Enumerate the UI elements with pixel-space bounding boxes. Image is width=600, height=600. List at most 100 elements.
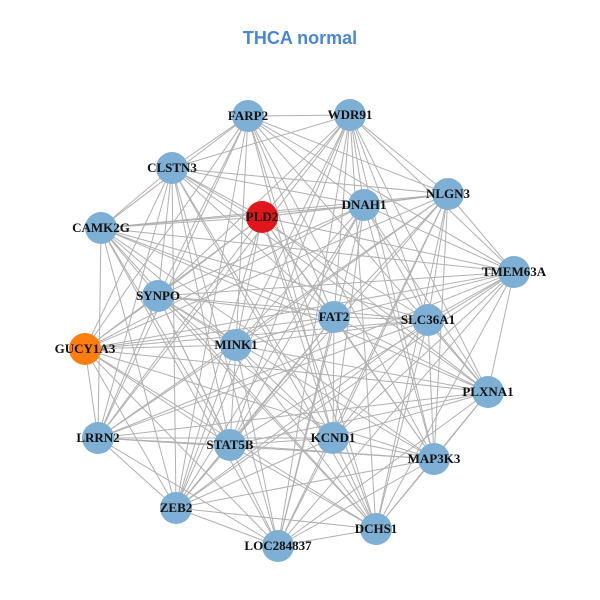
edge-fat2-loc284837 [277, 316, 335, 547]
edge-slc36a1-dchs1 [375, 319, 429, 530]
edge-farp2-plxna1 [247, 115, 489, 393]
edge-dnah1-slc36a1 [363, 204, 429, 321]
node-label: MINK1 [214, 337, 257, 352]
edge-wdr91-clstn3 [171, 114, 351, 169]
edge-mink1-loc284837 [235, 344, 279, 547]
edge-nlgn3-tmem63a [447, 193, 515, 273]
node-circle [214, 429, 246, 461]
edge-synpo-loc284837 [157, 295, 279, 547]
edge-pld2-lrrn2 [97, 216, 263, 439]
edge-synpo-map3k3 [157, 295, 435, 460]
node-kcnd1: KCND1 [311, 422, 356, 454]
edge-slc36a1-map3k3 [427, 319, 435, 460]
edge-fat2-mink1 [235, 316, 335, 346]
node-circle [317, 422, 349, 454]
edge-fat2-plxna1 [333, 316, 489, 393]
edge-clstn3-kcnd1 [171, 167, 334, 439]
edge-dnah1-zeb2 [175, 204, 365, 509]
edge-clstn3-nlgn3 [171, 167, 449, 195]
edge-tmem63a-zeb2 [175, 271, 515, 509]
edge-plxna1-stat5b [229, 391, 489, 446]
edge-nlgn3-lrrn2 [97, 193, 449, 439]
edge-mink1-lrrn2 [97, 344, 237, 439]
node-label: KCND1 [311, 430, 356, 445]
edge-pld2-dchs1 [261, 216, 377, 530]
edge-gucy1a3-loc284837 [84, 348, 279, 547]
edge-wdr91-tmem63a [349, 114, 515, 273]
edge-gucy1a3-mink1 [84, 344, 237, 350]
edge-camk2g-loc284837 [100, 227, 279, 547]
node-label: GUCY1A3 [55, 341, 116, 356]
edge-map3k3-loc284837 [277, 458, 435, 547]
node-pld2: PLD2 [246, 201, 278, 233]
node-label: FARP2 [228, 108, 268, 123]
edge-mink1-kcnd1 [235, 344, 334, 439]
edge-tmem63a-lrrn2 [97, 271, 515, 439]
edge-kcnd1-map3k3 [332, 437, 435, 460]
node-circle [69, 333, 101, 365]
edge-farp2-dchs1 [247, 115, 377, 530]
edge-pld2-plxna1 [261, 216, 489, 393]
edge-dnah1-map3k3 [363, 204, 435, 460]
edge-gucy1a3-map3k3 [84, 348, 435, 460]
edge-pld2-mink1 [235, 216, 263, 346]
edge-tmem63a-slc36a1 [427, 271, 515, 321]
edge-zeb2-loc284837 [175, 507, 279, 547]
edge-farp2-tmem63a [247, 115, 515, 273]
node-circle [142, 280, 174, 312]
edge-gucy1a3-plxna1 [84, 348, 489, 393]
node-label: PLXNA1 [462, 384, 513, 399]
node-nlgn3: NLGN3 [426, 178, 471, 210]
edge-gucy1a3-zeb2 [84, 348, 177, 509]
node-label: DNAH1 [342, 197, 387, 212]
node-farp2: FARP2 [228, 100, 268, 132]
node-wdr91: WDR91 [328, 99, 372, 131]
edge-fat2-zeb2 [175, 316, 335, 509]
edge-tmem63a-synpo [157, 271, 515, 297]
node-circle [318, 301, 350, 333]
node-label: LOC284837 [244, 538, 312, 553]
node-clstn3: CLSTN3 [147, 152, 197, 184]
edge-pld2-tmem63a [261, 216, 515, 273]
node-label: ZEB2 [160, 500, 193, 515]
edge-lrrn2-zeb2 [97, 437, 177, 509]
node-label: FAT2 [319, 309, 350, 324]
node-label: SLC36A1 [401, 312, 455, 327]
edge-plxna1-kcnd1 [332, 391, 489, 439]
node-circle [156, 152, 188, 184]
edge-tmem63a-stat5b [229, 271, 515, 446]
edge-wdr91-dchs1 [349, 114, 377, 530]
edge-clstn3-plxna1 [171, 167, 489, 393]
node-mink1: MINK1 [214, 329, 258, 361]
node-plxna1: PLXNA1 [462, 376, 514, 408]
edge-clstn3-synpo [157, 167, 173, 297]
edge-wdr91-map3k3 [349, 114, 435, 460]
edge-slc36a1-kcnd1 [332, 319, 429, 439]
edge-map3k3-zeb2 [175, 458, 435, 509]
node-lrrn2: LRRN2 [76, 422, 120, 454]
edge-farp2-wdr91 [247, 114, 351, 117]
edge-farp2-gucy1a3 [84, 115, 249, 350]
edge-farp2-mink1 [235, 115, 249, 346]
edge-synpo-fat2 [157, 295, 335, 318]
node-label: STAT5B [206, 437, 254, 452]
edge-layer [84, 114, 515, 547]
edge-wdr91-slc36a1 [349, 114, 429, 321]
edge-dnah1-plxna1 [363, 204, 489, 393]
edge-dnah1-pld2 [261, 204, 365, 218]
edge-wdr91-loc284837 [277, 114, 351, 547]
edge-mink1-plxna1 [235, 344, 489, 393]
node-circle [246, 201, 278, 233]
edge-camk2g-zeb2 [100, 227, 177, 509]
edge-tmem63a-plxna1 [487, 271, 515, 393]
node-loc284837: LOC284837 [244, 530, 312, 562]
edge-nlgn3-loc284837 [277, 193, 449, 547]
node-circle [232, 100, 264, 132]
edge-tmem63a-fat2 [333, 271, 515, 318]
node-label: CAMK2G [72, 220, 130, 235]
edge-fat2-kcnd1 [332, 316, 335, 439]
node-label: DCHS1 [355, 521, 398, 536]
edge-camk2g-map3k3 [100, 227, 435, 460]
node-dchs1: DCHS1 [355, 513, 398, 545]
